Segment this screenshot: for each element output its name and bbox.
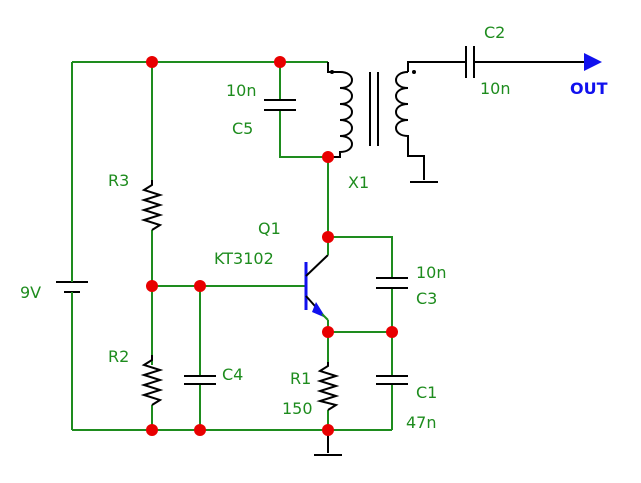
capacitor-c1	[376, 375, 408, 385]
junction-dot	[194, 280, 206, 292]
wires	[71, 61, 393, 431]
junction-dot	[322, 231, 334, 243]
r1-value-label: 150	[282, 399, 313, 418]
c2-name-label: C2	[484, 23, 505, 42]
resistor-r1	[316, 362, 340, 411]
c1-name-label: C1	[416, 383, 437, 402]
junction-dot	[146, 424, 158, 436]
junction-dot	[322, 424, 334, 436]
q1-collector-lead	[305, 254, 329, 277]
resistor-r2	[140, 355, 164, 406]
c3-value-label: 10n	[416, 263, 447, 282]
q1-part-label: KT3102	[214, 249, 274, 268]
capacitor-c2	[465, 46, 475, 78]
out-label: OUT	[570, 79, 608, 98]
junction-dot	[322, 326, 334, 338]
junction-dot	[146, 280, 158, 292]
junction-dot	[194, 424, 206, 436]
resistor-r3	[140, 180, 164, 231]
primary-dot	[330, 70, 334, 74]
capacitor-c5	[264, 99, 296, 111]
c5-value-label: 10n	[226, 81, 257, 100]
x1-name-label: X1	[348, 173, 369, 192]
transistor-q1	[304, 237, 329, 321]
junctions	[146, 56, 398, 436]
secondary-winding	[395, 71, 425, 180]
transformer-x1	[327, 61, 466, 180]
junction-dot	[322, 151, 334, 163]
battery-voltage-label: 9V	[20, 283, 41, 302]
junction-dot	[274, 56, 286, 68]
junction-dot	[386, 326, 398, 338]
q1-name-label: Q1	[258, 219, 281, 238]
secondary-to-c2	[407, 61, 466, 72]
c1-value-label: 47n	[406, 413, 437, 432]
r2-name-label: R2	[108, 347, 129, 366]
c5-name-label: C5	[232, 119, 253, 138]
battery-9v	[56, 242, 88, 328]
labels: C2 10n OUT 10n C5 X1 R3 Q1 KT3102 10n C3…	[20, 23, 608, 432]
c4-name-label: C4	[222, 365, 243, 384]
capacitor-c3	[376, 277, 408, 289]
secondary-dot	[412, 70, 416, 74]
r3-name-label: R3	[108, 171, 129, 190]
r1-name-label: R1	[290, 369, 311, 388]
collector-to-c3-wire	[328, 236, 393, 278]
c2-value-label: 10n	[480, 79, 511, 98]
junction-dot	[146, 56, 158, 68]
output-arrow-icon	[584, 53, 602, 71]
c5-bottom-wire	[279, 110, 328, 158]
emitter-node-wire	[327, 320, 392, 333]
capacitor-c4	[184, 375, 216, 385]
primary-winding	[327, 62, 353, 158]
c3-name-label: C3	[416, 289, 437, 308]
